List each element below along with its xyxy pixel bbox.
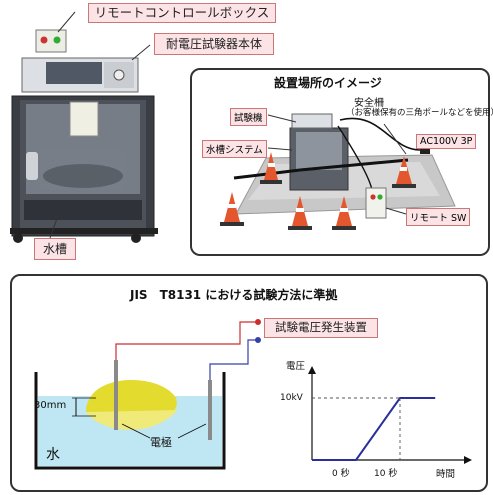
install-title: 設置場所のイメージ	[274, 76, 382, 90]
power-cable	[339, 117, 421, 151]
side-handle	[26, 152, 38, 180]
mini-remote-red	[370, 194, 376, 200]
caster-wheel	[13, 233, 23, 243]
helmet-lower	[86, 410, 178, 430]
electrode-pointer-b	[177, 423, 207, 439]
wire-blue	[209, 339, 258, 380]
traffic-cone	[288, 196, 312, 230]
y-axis-label: 電圧	[286, 361, 306, 372]
y-axis-arrow	[308, 366, 316, 374]
electrode-label: 電極	[150, 436, 172, 449]
helmet	[86, 379, 177, 412]
wire-red	[115, 321, 258, 360]
warning-panel	[69, 101, 99, 137]
helmet-silhouette	[43, 164, 123, 188]
power-plug	[420, 146, 430, 154]
depth-label: 30mm	[34, 400, 67, 411]
tank-outline	[34, 372, 226, 470]
callout-line-tester	[131, 44, 151, 61]
traffic-cone	[392, 156, 416, 188]
remote-green-button	[53, 36, 61, 44]
pointer-tester	[267, 114, 297, 123]
tester-knob	[113, 69, 125, 81]
remote-box	[35, 29, 67, 53]
generator-label: 試験電圧発生装置	[264, 318, 378, 338]
pointer-remote	[385, 207, 407, 215]
traffic-cone	[220, 192, 244, 226]
remote-sw-label: リモート SW	[406, 208, 471, 226]
electrode-pointer-a	[121, 423, 151, 439]
x-axis-arrow	[464, 456, 472, 464]
fence-bar	[299, 158, 409, 172]
method-title: JIS T8131 における試験方法に準拠	[130, 288, 338, 302]
caster-wheel	[131, 233, 141, 243]
x-tick-label-1: 10 秒	[374, 469, 398, 479]
voltage-series-line	[312, 397, 436, 461]
water-system-label: 水槽システム	[202, 140, 267, 158]
tester-body-label: 耐電圧試験器本体	[154, 33, 274, 55]
tester-display	[46, 62, 102, 84]
mini-remote-green	[377, 194, 383, 200]
terminal-blue	[255, 337, 261, 343]
terminal-red	[255, 319, 261, 325]
traffic-cone	[332, 196, 356, 230]
traffic-cone	[260, 152, 282, 184]
remote-cable	[337, 125, 373, 191]
tank-base	[24, 200, 142, 220]
x-tick-label-0: 0 秒	[332, 469, 350, 479]
pointer-fence	[383, 123, 407, 155]
remote-box-label: リモートコントロールボックス	[88, 3, 276, 23]
fence-label: 安全柵	[354, 98, 384, 109]
y-tick-label: 10kV	[280, 393, 303, 403]
callout-line-tank	[49, 209, 61, 239]
fence-note: （お客様保有の三角ポールなどを使用）	[346, 108, 493, 118]
water-label: 水	[46, 447, 60, 463]
water-tank-label: 水槽	[34, 238, 76, 260]
stand-shelf	[10, 228, 158, 234]
mini-acrylic	[296, 132, 342, 170]
x-axis-label: 時間	[436, 469, 456, 480]
tester-label: 試験機	[230, 108, 267, 126]
pointer-water-system	[267, 147, 293, 151]
power-label: AC100V 3P	[416, 134, 477, 149]
callout-line-remote	[57, 11, 76, 33]
remote-red-button	[40, 36, 48, 44]
